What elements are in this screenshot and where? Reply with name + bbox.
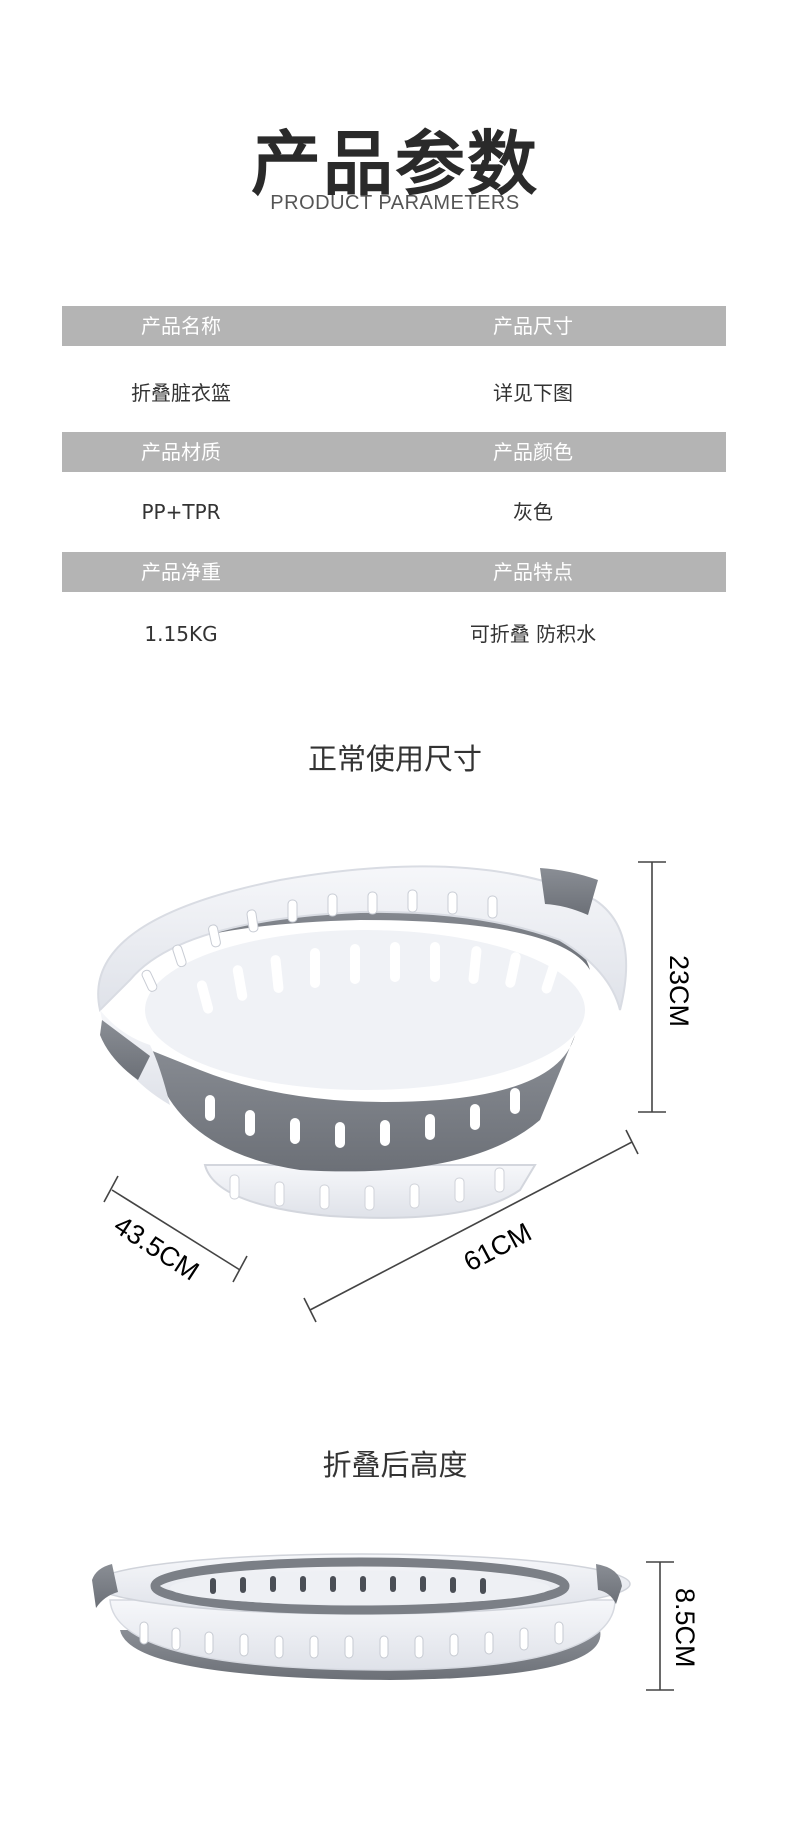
- param-head-material: 产品材质: [141, 440, 221, 464]
- dimension-lines: [103, 861, 666, 1323]
- folded-height-label: 8.5CM: [670, 1588, 700, 1668]
- param-value-feature: 可折叠 防积水: [469, 622, 597, 646]
- param-value-color: 灰色: [513, 500, 553, 524]
- param-head-weight: 产品净重: [141, 560, 221, 584]
- param-value-size: 详见下图: [493, 381, 573, 405]
- param-header-row: 产品净重 产品特点: [62, 552, 726, 592]
- normal-size-title: 正常使用尺寸: [307, 742, 482, 776]
- param-head-size: 产品尺寸: [493, 314, 573, 338]
- param-value-row: PP+TPR 灰色: [62, 492, 726, 532]
- param-value-name: 折叠脏衣篮: [131, 381, 231, 405]
- param-header-row: 产品材质 产品颜色: [62, 432, 726, 472]
- param-head-feature: 产品特点: [493, 560, 573, 584]
- folded-size-title: 折叠后高度: [322, 1448, 468, 1482]
- param-value-row: 折叠脏衣篮 详见下图: [62, 373, 726, 413]
- param-value-material: PP+TPR: [141, 500, 221, 524]
- param-value-row: 1.15KG 可折叠 防积水: [62, 614, 726, 654]
- param-head-color: 产品颜色: [493, 440, 573, 464]
- basket-folded-figure: 8.5CM: [92, 1553, 700, 1691]
- basket-open-figure: 23CM 43.5CM 61CM: [97, 861, 694, 1323]
- param-head-name: 产品名称: [141, 314, 221, 338]
- height-label: 23CM: [664, 955, 694, 1027]
- page-subtitle: PRODUCT PARAMETERS: [270, 192, 520, 214]
- page-title: 产品参数: [251, 123, 539, 205]
- width-label: 43.5CM: [109, 1210, 205, 1287]
- param-value-weight: 1.15KG: [144, 622, 218, 646]
- param-header-row: 产品名称 产品尺寸: [62, 306, 726, 346]
